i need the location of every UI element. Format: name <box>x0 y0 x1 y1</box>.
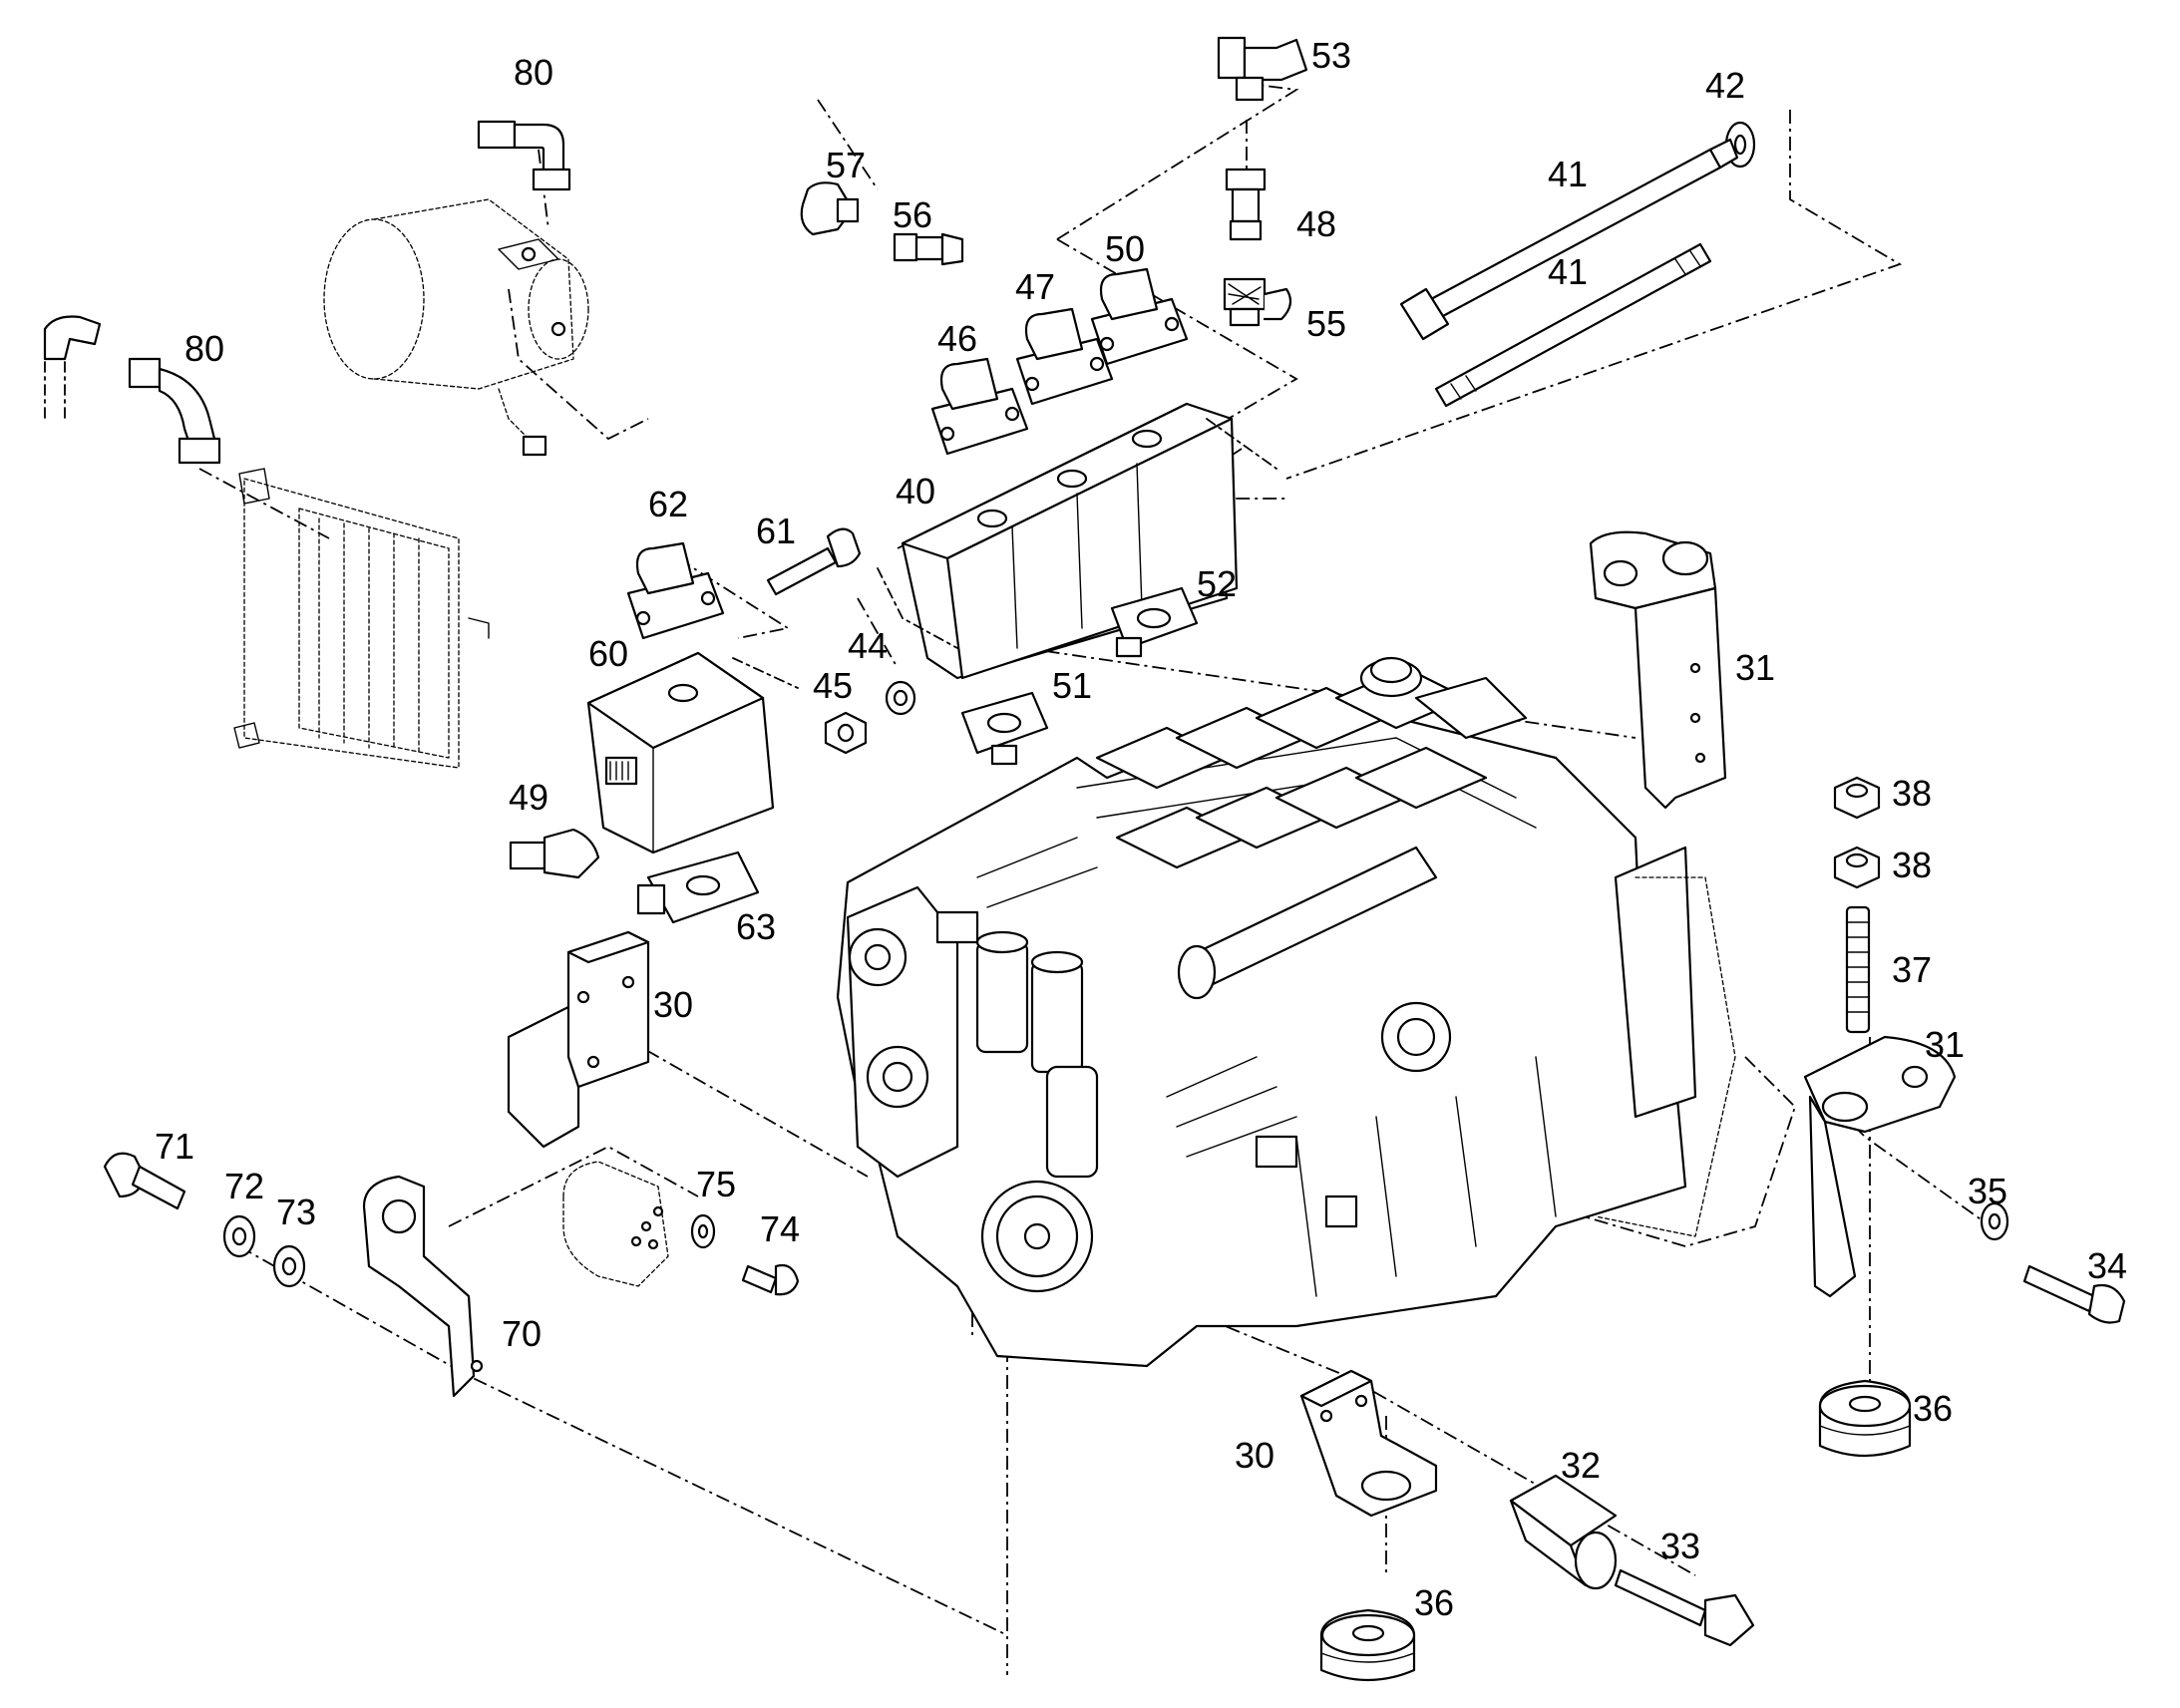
callout-40: 40 <box>896 471 935 512</box>
flange-63 <box>636 851 760 924</box>
callout-74: 74 <box>760 1208 800 1249</box>
callout-41-lower: 41 <box>1548 251 1588 292</box>
flange-elbow-47 <box>1015 307 1114 406</box>
hose-fitting-55 <box>1223 277 1292 327</box>
motor-housing <box>562 1161 669 1287</box>
hydraulic-pump-40 <box>877 402 1277 680</box>
callout-50: 50 <box>1105 228 1145 269</box>
elbow-57 <box>800 181 860 236</box>
callout-75: 75 <box>696 1164 736 1204</box>
nut-45 <box>824 711 868 755</box>
callout-73: 73 <box>276 1192 316 1232</box>
callout-32: 32 <box>1561 1445 1601 1486</box>
callout-49: 49 <box>509 777 548 818</box>
bracket-31-upper <box>1589 530 1727 810</box>
bolt-71 <box>103 1152 186 1210</box>
callout-30-left: 30 <box>653 984 693 1025</box>
callout-30-lower: 30 <box>1235 1435 1274 1476</box>
bolt-41-upper <box>1399 138 1739 341</box>
callout-56: 56 <box>893 194 932 235</box>
callout-35: 35 <box>1968 1171 2007 1211</box>
screw-74 <box>741 1263 800 1296</box>
bolt-33 <box>1614 1568 1755 1647</box>
bracket-70 <box>362 1175 484 1398</box>
callout-36-lower: 36 <box>1414 1582 1454 1623</box>
engine-assembly <box>836 656 1736 1368</box>
flange-52 <box>1110 586 1199 658</box>
washer-44 <box>885 680 916 716</box>
callout-33: 33 <box>1660 1526 1700 1566</box>
callout-51: 51 <box>1052 665 1092 706</box>
mount-36-lower <box>1319 1608 1416 1682</box>
callout-47: 47 <box>1015 266 1055 307</box>
callout-labels: 80 80 53 42 41 41 57 56 50 47 48 55 46 4… <box>155 35 2127 1623</box>
callout-55: 55 <box>1306 303 1346 344</box>
bolt-34 <box>2022 1264 2126 1324</box>
washer-75 <box>690 1213 716 1249</box>
callout-60: 60 <box>588 633 628 674</box>
callout-80-upper: 80 <box>514 52 553 93</box>
callout-72: 72 <box>224 1166 264 1206</box>
callout-38-upper: 38 <box>1892 773 1932 814</box>
bracket-30-lower <box>1299 1369 1438 1518</box>
bracket-31-lower <box>1803 1035 1957 1298</box>
mount-36-right <box>1818 1379 1912 1458</box>
ac-compressor <box>323 198 589 457</box>
nut-38-upper <box>1833 776 1881 820</box>
callout-57: 57 <box>826 145 866 185</box>
gear-pump-60 <box>586 651 799 854</box>
callout-48: 48 <box>1296 203 1336 244</box>
fitting-80-lower <box>43 315 221 465</box>
bolt-61 <box>766 527 862 596</box>
callout-38-lower: 38 <box>1892 845 1932 885</box>
bracket-30-left <box>507 930 650 1149</box>
fitting-80-upper <box>477 120 571 191</box>
callout-34: 34 <box>2087 1245 2127 1286</box>
bolt-41-lower <box>1434 242 1712 408</box>
flange-elbow-50 <box>1090 267 1189 366</box>
callout-63: 63 <box>736 906 776 947</box>
callout-52: 52 <box>1197 563 1237 604</box>
callout-31-lower: 31 <box>1925 1024 1965 1065</box>
callout-46: 46 <box>937 318 977 359</box>
callout-31-upper: 31 <box>1735 647 1775 688</box>
callout-42: 42 <box>1705 65 1745 106</box>
washer-72 <box>222 1214 256 1258</box>
condenser-core <box>233 468 490 769</box>
callout-44: 44 <box>848 625 888 666</box>
spacer-32 <box>1509 1474 1618 1590</box>
flange-51 <box>960 691 1049 766</box>
callout-41-upper: 41 <box>1548 154 1588 194</box>
adapter-48 <box>1225 168 1267 241</box>
callout-62: 62 <box>648 484 688 524</box>
callout-37: 37 <box>1892 949 1932 990</box>
callout-71: 71 <box>155 1126 194 1167</box>
stud-37 <box>1845 905 1871 1034</box>
elbow-49 <box>509 828 600 879</box>
connector-56 <box>893 232 964 266</box>
callout-80-lower: 80 <box>184 328 224 369</box>
washer-35 <box>1980 1201 2009 1241</box>
callout-61: 61 <box>756 511 796 551</box>
callout-36-right: 36 <box>1913 1388 1953 1429</box>
nut-38-lower <box>1833 846 1881 889</box>
flange-elbow-46 <box>930 357 1029 456</box>
tee-fitting-53 <box>1217 36 1308 102</box>
callout-70: 70 <box>502 1313 542 1354</box>
callout-45: 45 <box>813 665 853 706</box>
callout-53: 53 <box>1311 35 1351 76</box>
flange-elbow-62 <box>626 541 725 640</box>
washer-73 <box>272 1244 306 1288</box>
